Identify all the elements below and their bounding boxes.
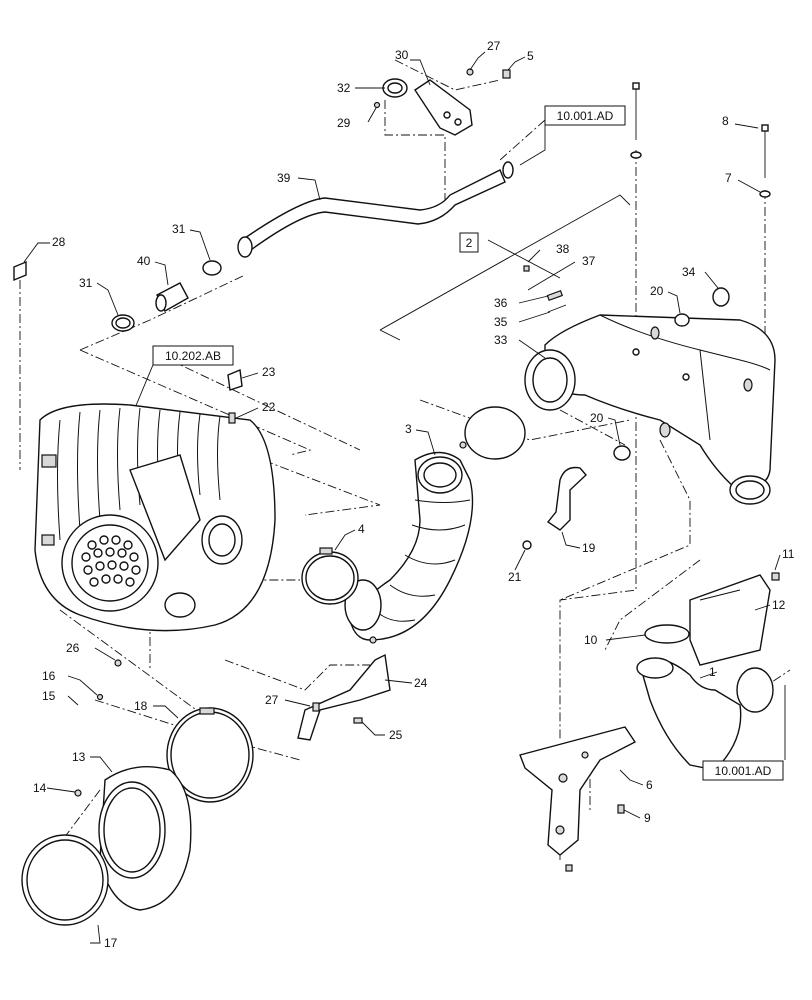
part-40-hose — [155, 282, 189, 312]
leader-lines — [23, 51, 781, 944]
part-33-intake-duct — [524, 314, 776, 505]
part-20-clamp-b — [613, 445, 631, 461]
part-30-bracket — [414, 79, 473, 136]
part-34-cap — [712, 287, 730, 307]
callout-26: 26 — [66, 641, 80, 655]
part-20-clamp-a — [674, 313, 690, 327]
ref-box-filter: 10.202.AB — [152, 345, 234, 366]
reference-lines — [129, 120, 786, 760]
callout-3: 3 — [405, 422, 412, 436]
callout-39: 39 — [277, 171, 291, 185]
callout-40: 40 — [137, 254, 151, 268]
callout-28: 28 — [52, 235, 66, 249]
callout-6: 6 — [646, 778, 653, 792]
part-7-washer — [630, 151, 771, 198]
callout-31: 31 — [172, 222, 186, 236]
callout-16: 16 — [42, 669, 56, 683]
callout-17: 17 — [104, 936, 118, 950]
callout-25: 25 — [389, 728, 403, 742]
part-24-bracket — [297, 636, 391, 741]
small-fasteners-top — [373, 68, 511, 109]
callout-21: 21 — [508, 570, 522, 584]
callout-20: 20 — [650, 284, 664, 298]
assembly-label: 2 — [466, 236, 473, 250]
callout-12: 12 — [772, 598, 786, 612]
part-10-clamp — [644, 624, 690, 644]
part-19-hose — [546, 466, 587, 531]
callout-15: 15 — [42, 689, 56, 703]
part-37-38-screw — [523, 265, 530, 272]
ref-top-label: 10.001.AD — [557, 109, 614, 123]
callout-35: 35 — [494, 315, 508, 329]
part-4-clamp — [301, 547, 359, 605]
part-1-elbow — [636, 657, 774, 771]
callout-27: 27 — [487, 39, 501, 53]
part-17-seal-ring — [21, 834, 109, 926]
part-36-sensor — [546, 290, 564, 302]
callout-37: 37 — [582, 254, 596, 268]
callout-5: 5 — [527, 49, 534, 63]
callout-29: 29 — [337, 116, 351, 130]
part-3-elbow-hose — [344, 451, 474, 641]
housing-holes — [81, 535, 141, 587]
part-31-clamp-a — [202, 260, 222, 276]
callout-10: 10 — [584, 633, 598, 647]
ref-box-top: 10.001.AD — [544, 105, 626, 126]
part-12-shield — [689, 574, 771, 666]
part-21-clamp — [522, 540, 532, 550]
callout-18: 18 — [134, 699, 148, 713]
part-18-band-clamp — [166, 707, 254, 803]
callout-38: 38 — [556, 242, 570, 256]
callout-34: 34 — [682, 265, 696, 279]
part-35-oring — [547, 304, 567, 313]
part-3-gasket — [459, 406, 526, 460]
part-39-intake-tube — [237, 161, 514, 258]
part-13-precleaner-ring — [98, 765, 192, 911]
callout-7: 7 — [725, 171, 732, 185]
fasteners-left — [74, 659, 363, 797]
callout-33: 33 — [494, 333, 508, 347]
part-9-bolt — [565, 804, 625, 872]
callout-24: 24 — [414, 676, 428, 690]
callout-8: 8 — [722, 114, 729, 128]
part-31-clamp-b — [111, 314, 135, 332]
callout-36: 36 — [494, 296, 508, 310]
callout-4: 4 — [358, 522, 365, 536]
part-8-bolt — [632, 82, 769, 178]
callout-13: 13 — [72, 750, 86, 764]
callout-22: 22 — [262, 400, 276, 414]
ref-filter-label: 10.202.AB — [165, 349, 221, 363]
callout-1: 1 — [709, 665, 716, 679]
part-22-fitting — [228, 412, 236, 424]
callout-20: 20 — [590, 411, 604, 425]
part-23-cap — [227, 368, 243, 391]
callout-32: 32 — [337, 81, 351, 95]
part-11-bolt — [771, 572, 780, 581]
assembly-box: 2 — [459, 232, 479, 253]
ref-bottom-label: 10.001.AD — [715, 764, 772, 778]
callout-30: 30 — [395, 48, 409, 62]
ref-box-bottom: 10.001.AD — [702, 760, 784, 781]
part-28-label — [13, 260, 27, 282]
callout-27: 27 — [265, 693, 279, 707]
part-32-clamp — [382, 78, 408, 98]
air-cleaner-housing — [34, 403, 276, 632]
callout-numbers: 30 27 5 32 29 8 7 39 28 31 40 31 38 37 3… — [33, 39, 795, 950]
callout-9: 9 — [644, 811, 651, 825]
callout-14: 14 — [33, 781, 47, 795]
callout-11: 11 — [782, 547, 795, 561]
part-6-mount-bracket — [519, 726, 637, 856]
callout-23: 23 — [262, 365, 276, 379]
callout-31: 31 — [79, 276, 93, 290]
callout-19: 19 — [582, 541, 596, 555]
